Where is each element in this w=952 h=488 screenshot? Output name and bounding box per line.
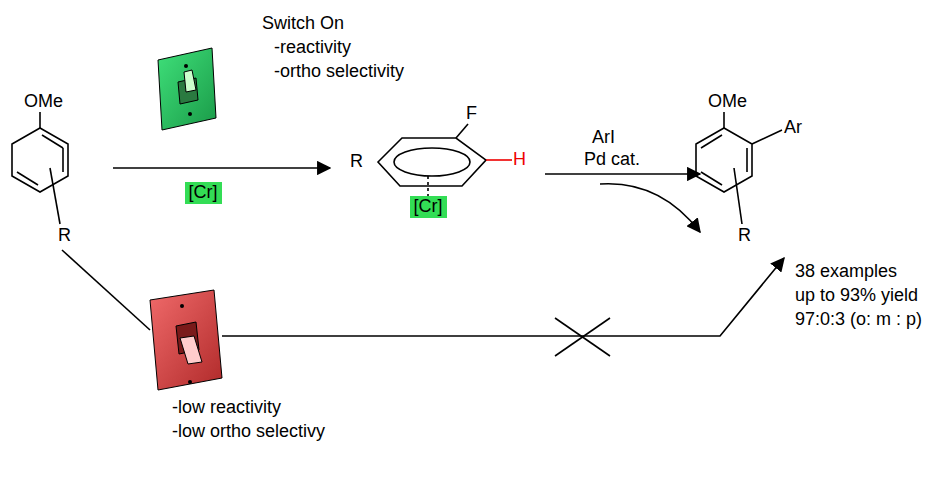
metal-label: [Cr] xyxy=(414,197,443,217)
note: up to 93% yield xyxy=(795,286,918,306)
note: -low ortho selectivy xyxy=(172,422,325,442)
atom-label: H xyxy=(513,150,526,170)
atom-label: R xyxy=(738,226,751,246)
atom-label: F xyxy=(466,104,477,124)
cr-box: [Cr] xyxy=(410,196,447,218)
note: -ortho selectivity xyxy=(274,62,404,82)
reagent: Pd cat. xyxy=(584,150,640,170)
atom-label: R xyxy=(58,226,71,246)
atom-label: Ar xyxy=(784,118,802,138)
switch-on xyxy=(158,48,216,130)
note: -reactivity xyxy=(274,38,351,58)
note: 38 examples xyxy=(795,262,897,282)
atom-label: OMe xyxy=(24,92,63,112)
anisole-left xyxy=(12,112,150,330)
cr-complex xyxy=(378,124,512,196)
switch-off xyxy=(150,290,222,390)
atom-label: R xyxy=(350,152,363,172)
metal-label: [Cr] xyxy=(189,183,218,203)
product xyxy=(696,112,782,224)
reagent: ArI xyxy=(592,128,615,148)
atom-label: OMe xyxy=(708,92,747,112)
cross-mark xyxy=(555,318,610,356)
cr-box: [Cr] xyxy=(185,182,222,204)
note: Switch On xyxy=(262,14,344,34)
note: 97:0:3 (o: m : p) xyxy=(795,310,922,330)
note: -low reactivity xyxy=(172,398,281,418)
